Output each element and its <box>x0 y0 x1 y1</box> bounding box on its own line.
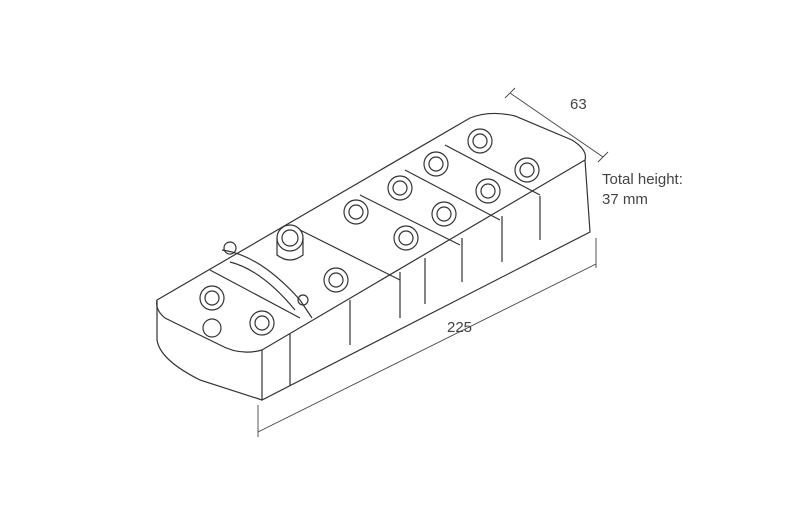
housing-front-face <box>261 159 591 401</box>
m12-ports <box>199 128 540 336</box>
height-value: 37 mm <box>602 191 648 208</box>
housing-top-face <box>156 112 587 353</box>
housing-left-face <box>156 300 263 401</box>
length-dimension-label: 225 <box>447 319 473 336</box>
power-connector <box>221 224 313 319</box>
module-separators <box>209 144 541 386</box>
height-note: Total height: 37 mm <box>602 170 683 210</box>
mounting-hole <box>202 318 222 338</box>
width-dimension-label: 63 <box>570 96 587 113</box>
height-title: Total height: <box>602 171 683 188</box>
dimension-lines <box>257 87 609 437</box>
